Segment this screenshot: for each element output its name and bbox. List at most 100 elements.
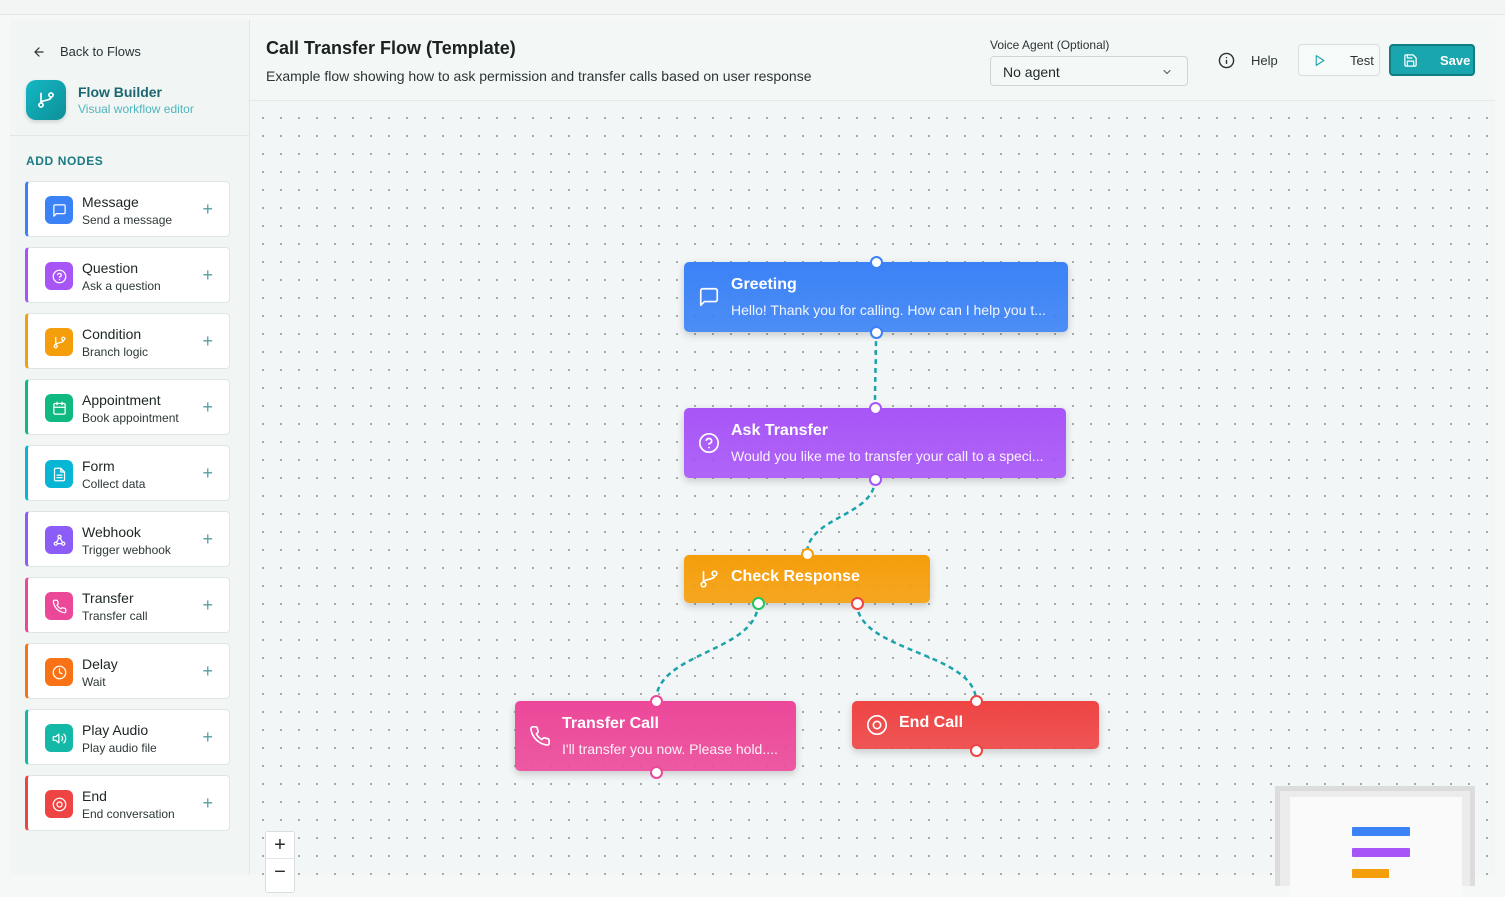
form-icon bbox=[45, 460, 73, 488]
save-label: Save bbox=[1440, 52, 1471, 68]
message-icon bbox=[45, 196, 73, 224]
section-title: ADD NODES bbox=[26, 154, 104, 168]
input-handle[interactable] bbox=[969, 694, 983, 708]
input-handle[interactable] bbox=[868, 401, 882, 415]
phone-icon bbox=[529, 725, 551, 747]
flow-node-title: Greeting bbox=[731, 276, 797, 293]
test-button[interactable]: Test bbox=[1298, 44, 1380, 76]
flow-node-title: Ask Transfer bbox=[731, 422, 828, 439]
output-handle[interactable] bbox=[868, 472, 882, 486]
flow-node-text: I'll transfer you now. Please hold.... bbox=[562, 741, 778, 757]
input-handle[interactable] bbox=[869, 255, 883, 269]
node-item-desc: End conversation bbox=[82, 807, 175, 821]
node-item-name: Transfer bbox=[82, 590, 134, 606]
back-to-flows-link[interactable]: Back to Flows bbox=[32, 44, 141, 59]
node-item-desc: Branch logic bbox=[82, 345, 149, 359]
flow-node-end-call[interactable]: End Call bbox=[852, 701, 1099, 749]
output-handle[interactable] bbox=[969, 743, 983, 757]
plus-icon[interactable]: + bbox=[202, 463, 213, 483]
plus-icon[interactable]: + bbox=[202, 529, 213, 549]
node-item-desc: Send a message bbox=[82, 213, 173, 227]
voice-agent-value: No agent bbox=[1003, 64, 1060, 80]
output-handle[interactable] bbox=[649, 765, 663, 779]
output-handle[interactable] bbox=[869, 325, 883, 339]
plus-icon[interactable]: + bbox=[202, 793, 213, 813]
plus-icon[interactable]: + bbox=[202, 331, 213, 351]
flow-node-title: Transfer Call bbox=[562, 715, 659, 732]
plus-icon[interactable]: + bbox=[202, 661, 213, 681]
minimap[interactable] bbox=[1275, 786, 1475, 897]
input-handle[interactable] bbox=[649, 694, 663, 708]
node-item-desc: Collect data bbox=[82, 477, 146, 491]
webhook-icon bbox=[45, 526, 73, 554]
save-icon bbox=[1404, 53, 1417, 67]
minimap-node bbox=[1352, 827, 1410, 836]
question-icon bbox=[45, 262, 73, 290]
page-subtitle: Example flow showing how to ask permissi… bbox=[266, 68, 812, 84]
minimap-node bbox=[1352, 869, 1389, 878]
node-item-name: Delay bbox=[82, 656, 118, 672]
zoom-out-button[interactable]: − bbox=[274, 861, 286, 883]
node-item-name: Webhook bbox=[82, 524, 141, 540]
sidebar: Back to Flows Flow Builder Visual workfl… bbox=[10, 20, 250, 875]
plus-icon[interactable]: + bbox=[202, 727, 213, 747]
stop-icon bbox=[866, 714, 888, 736]
plus-icon[interactable]: + bbox=[202, 397, 213, 417]
help-label: Help bbox=[1251, 53, 1278, 68]
flow-node-check-response[interactable]: Check Response bbox=[684, 555, 930, 603]
brand: Flow Builder Visual workflow editor bbox=[26, 80, 194, 120]
zoom-in-button[interactable]: + bbox=[274, 834, 286, 856]
input-handle[interactable] bbox=[800, 547, 814, 561]
arrow-left-icon bbox=[34, 46, 44, 57]
flow-node-text: Hello! Thank you for calling. How can I … bbox=[731, 302, 1046, 318]
node-item-name: Condition bbox=[82, 326, 142, 342]
output-handle[interactable] bbox=[850, 596, 864, 610]
node-item-desc: Play audio file bbox=[82, 741, 157, 755]
brand-title: Flow Builder bbox=[78, 84, 162, 100]
voice-agent-label: Voice Agent (Optional) bbox=[990, 38, 1110, 52]
flow-node-title: End Call bbox=[899, 714, 964, 731]
voice-agent-select[interactable]: No agent bbox=[990, 56, 1188, 86]
node-item-name: Question bbox=[82, 260, 139, 276]
node-item-desc: Wait bbox=[82, 675, 106, 689]
node-item-desc: Transfer call bbox=[82, 609, 148, 623]
back-label: Back to Flows bbox=[60, 44, 141, 59]
help-button[interactable]: Help bbox=[1218, 52, 1278, 69]
node-item-name: Form bbox=[82, 458, 115, 474]
branch-icon bbox=[45, 328, 73, 356]
node-item-name: End bbox=[82, 788, 107, 804]
flow-node-text: Would you like me to transfer your call … bbox=[731, 448, 1044, 464]
question-icon bbox=[698, 432, 720, 454]
plus-icon[interactable]: + bbox=[202, 199, 213, 219]
flow-canvas[interactable] bbox=[250, 101, 1495, 875]
phone-icon bbox=[45, 592, 73, 620]
node-item-desc: Trigger webhook bbox=[82, 543, 171, 557]
plus-icon[interactable]: + bbox=[202, 265, 213, 285]
zoom-controls: + − bbox=[265, 831, 295, 893]
node-item-name: Appointment bbox=[82, 392, 161, 408]
page-title: Call Transfer Flow (Template) bbox=[266, 38, 516, 58]
plus-icon[interactable]: + bbox=[202, 595, 213, 615]
chevron-down-icon bbox=[1163, 70, 1171, 75]
branch-icon bbox=[26, 80, 66, 120]
clock-icon bbox=[45, 658, 73, 686]
message-icon bbox=[698, 286, 720, 308]
play-icon bbox=[1315, 54, 1325, 66]
info-icon bbox=[1218, 52, 1235, 69]
output-handle[interactable] bbox=[751, 596, 765, 610]
save-button[interactable]: Save bbox=[1389, 44, 1475, 76]
speaker-icon bbox=[45, 724, 73, 752]
